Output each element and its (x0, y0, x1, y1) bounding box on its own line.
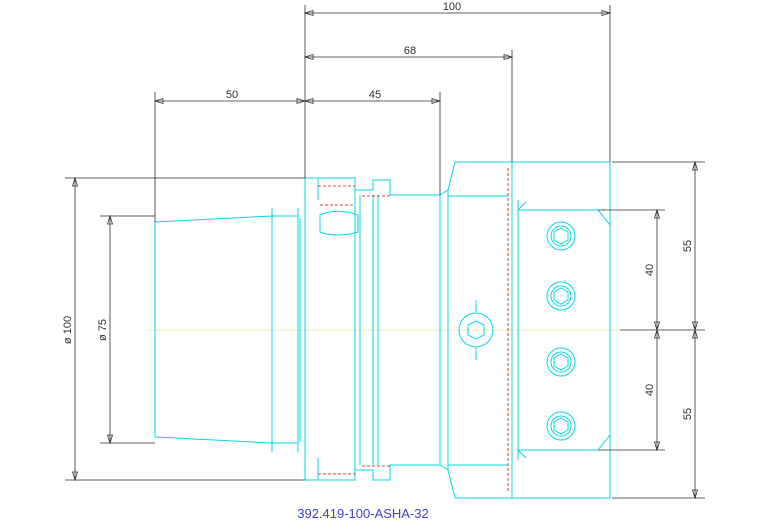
part-outline (154, 161, 611, 499)
dim-shank-length: 50 (226, 89, 238, 101)
dim-length-68: 68 (404, 45, 416, 57)
dim-taper-diameter: ø 75 (97, 319, 109, 341)
dim-height-40-top: 40 (644, 264, 656, 276)
screw-icon (546, 221, 576, 251)
dim-height-55-bottom: 55 (682, 408, 694, 420)
hidden-lines (318, 168, 509, 492)
dim-height-40-bottom: 40 (644, 384, 656, 396)
screw-icon (546, 281, 576, 311)
coolant-screw-icon (458, 300, 494, 360)
dim-height-55-top: 55 (682, 240, 694, 252)
dim-outer-diameter: ø 100 (62, 316, 74, 344)
dim-overall-length: 100 (443, 1, 461, 13)
dimension-lines (65, 5, 705, 500)
dim-length-45: 45 (369, 89, 381, 101)
screw-icon (546, 411, 576, 441)
part-number: 392.419-100-ASHA-32 (297, 506, 429, 521)
screw-icon (546, 347, 576, 377)
